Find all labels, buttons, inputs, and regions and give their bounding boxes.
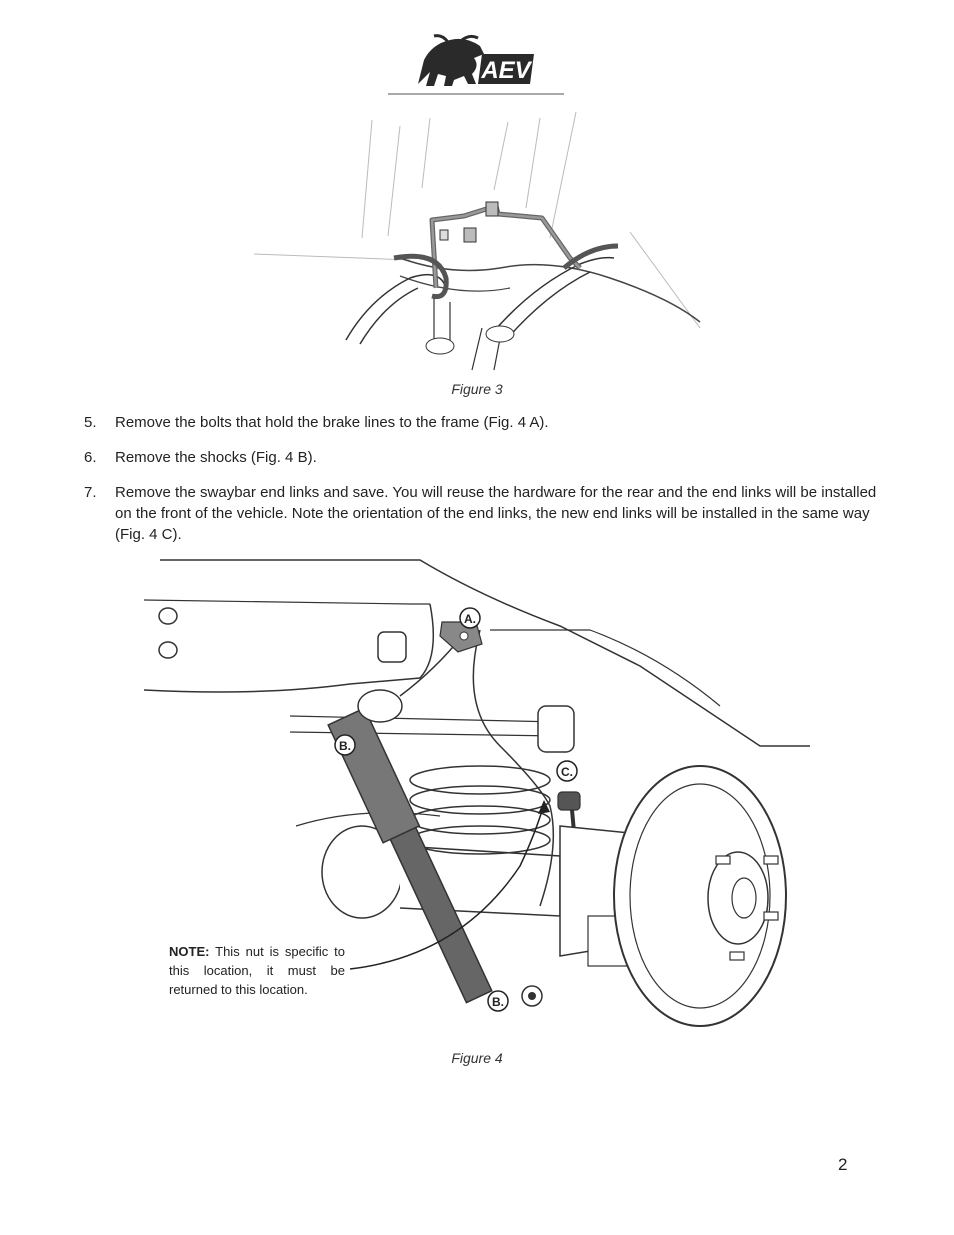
note-text: This nut is specific to this location, i… — [169, 944, 345, 997]
step-number: 6. — [84, 449, 97, 466]
figure-4-illustration: A. B. C. B. — [143, 559, 810, 1027]
step-number: 5. — [84, 414, 97, 431]
step-text: Remove the shocks (Fig. 4 B). — [115, 449, 317, 466]
step-item: 5. Remove the bolts that hold the brake … — [84, 412, 884, 433]
callout-a-label: A. — [464, 612, 476, 626]
step-text: Remove the swaybar end links and save. Y… — [115, 484, 877, 543]
figure-4-note: NOTE: This nut is specific to this locat… — [169, 942, 345, 999]
callout-b-upper-label: B. — [339, 739, 351, 753]
step-number: 7. — [84, 484, 97, 501]
figure-3-caption: Figure 3 — [451, 381, 503, 397]
callout-b-upper: B. — [334, 734, 356, 756]
figure-3-illustration — [253, 111, 701, 371]
instruction-steps: 5. Remove the bolts that hold the brake … — [84, 412, 884, 559]
callout-c: C. — [556, 760, 578, 782]
bull-silhouette-icon — [418, 38, 484, 86]
step-text: Remove the bolts that hold the brake lin… — [115, 414, 549, 431]
logo-text: AEV — [480, 57, 532, 84]
callout-a: A. — [459, 607, 481, 629]
callout-b-lower-label: B. — [492, 995, 504, 1009]
aev-logo: AEV — [388, 34, 564, 95]
figure-4-caption: Figure 4 — [451, 1050, 503, 1066]
callout-b-lower: B. — [487, 990, 509, 1012]
step-item: 6. Remove the shocks (Fig. 4 B). — [84, 447, 884, 468]
page-number: 2 — [838, 1155, 848, 1174]
note-label: NOTE: — [169, 944, 210, 959]
callout-c-label: C. — [561, 765, 573, 779]
step-item: 7. Remove the swaybar end links and save… — [84, 482, 884, 545]
